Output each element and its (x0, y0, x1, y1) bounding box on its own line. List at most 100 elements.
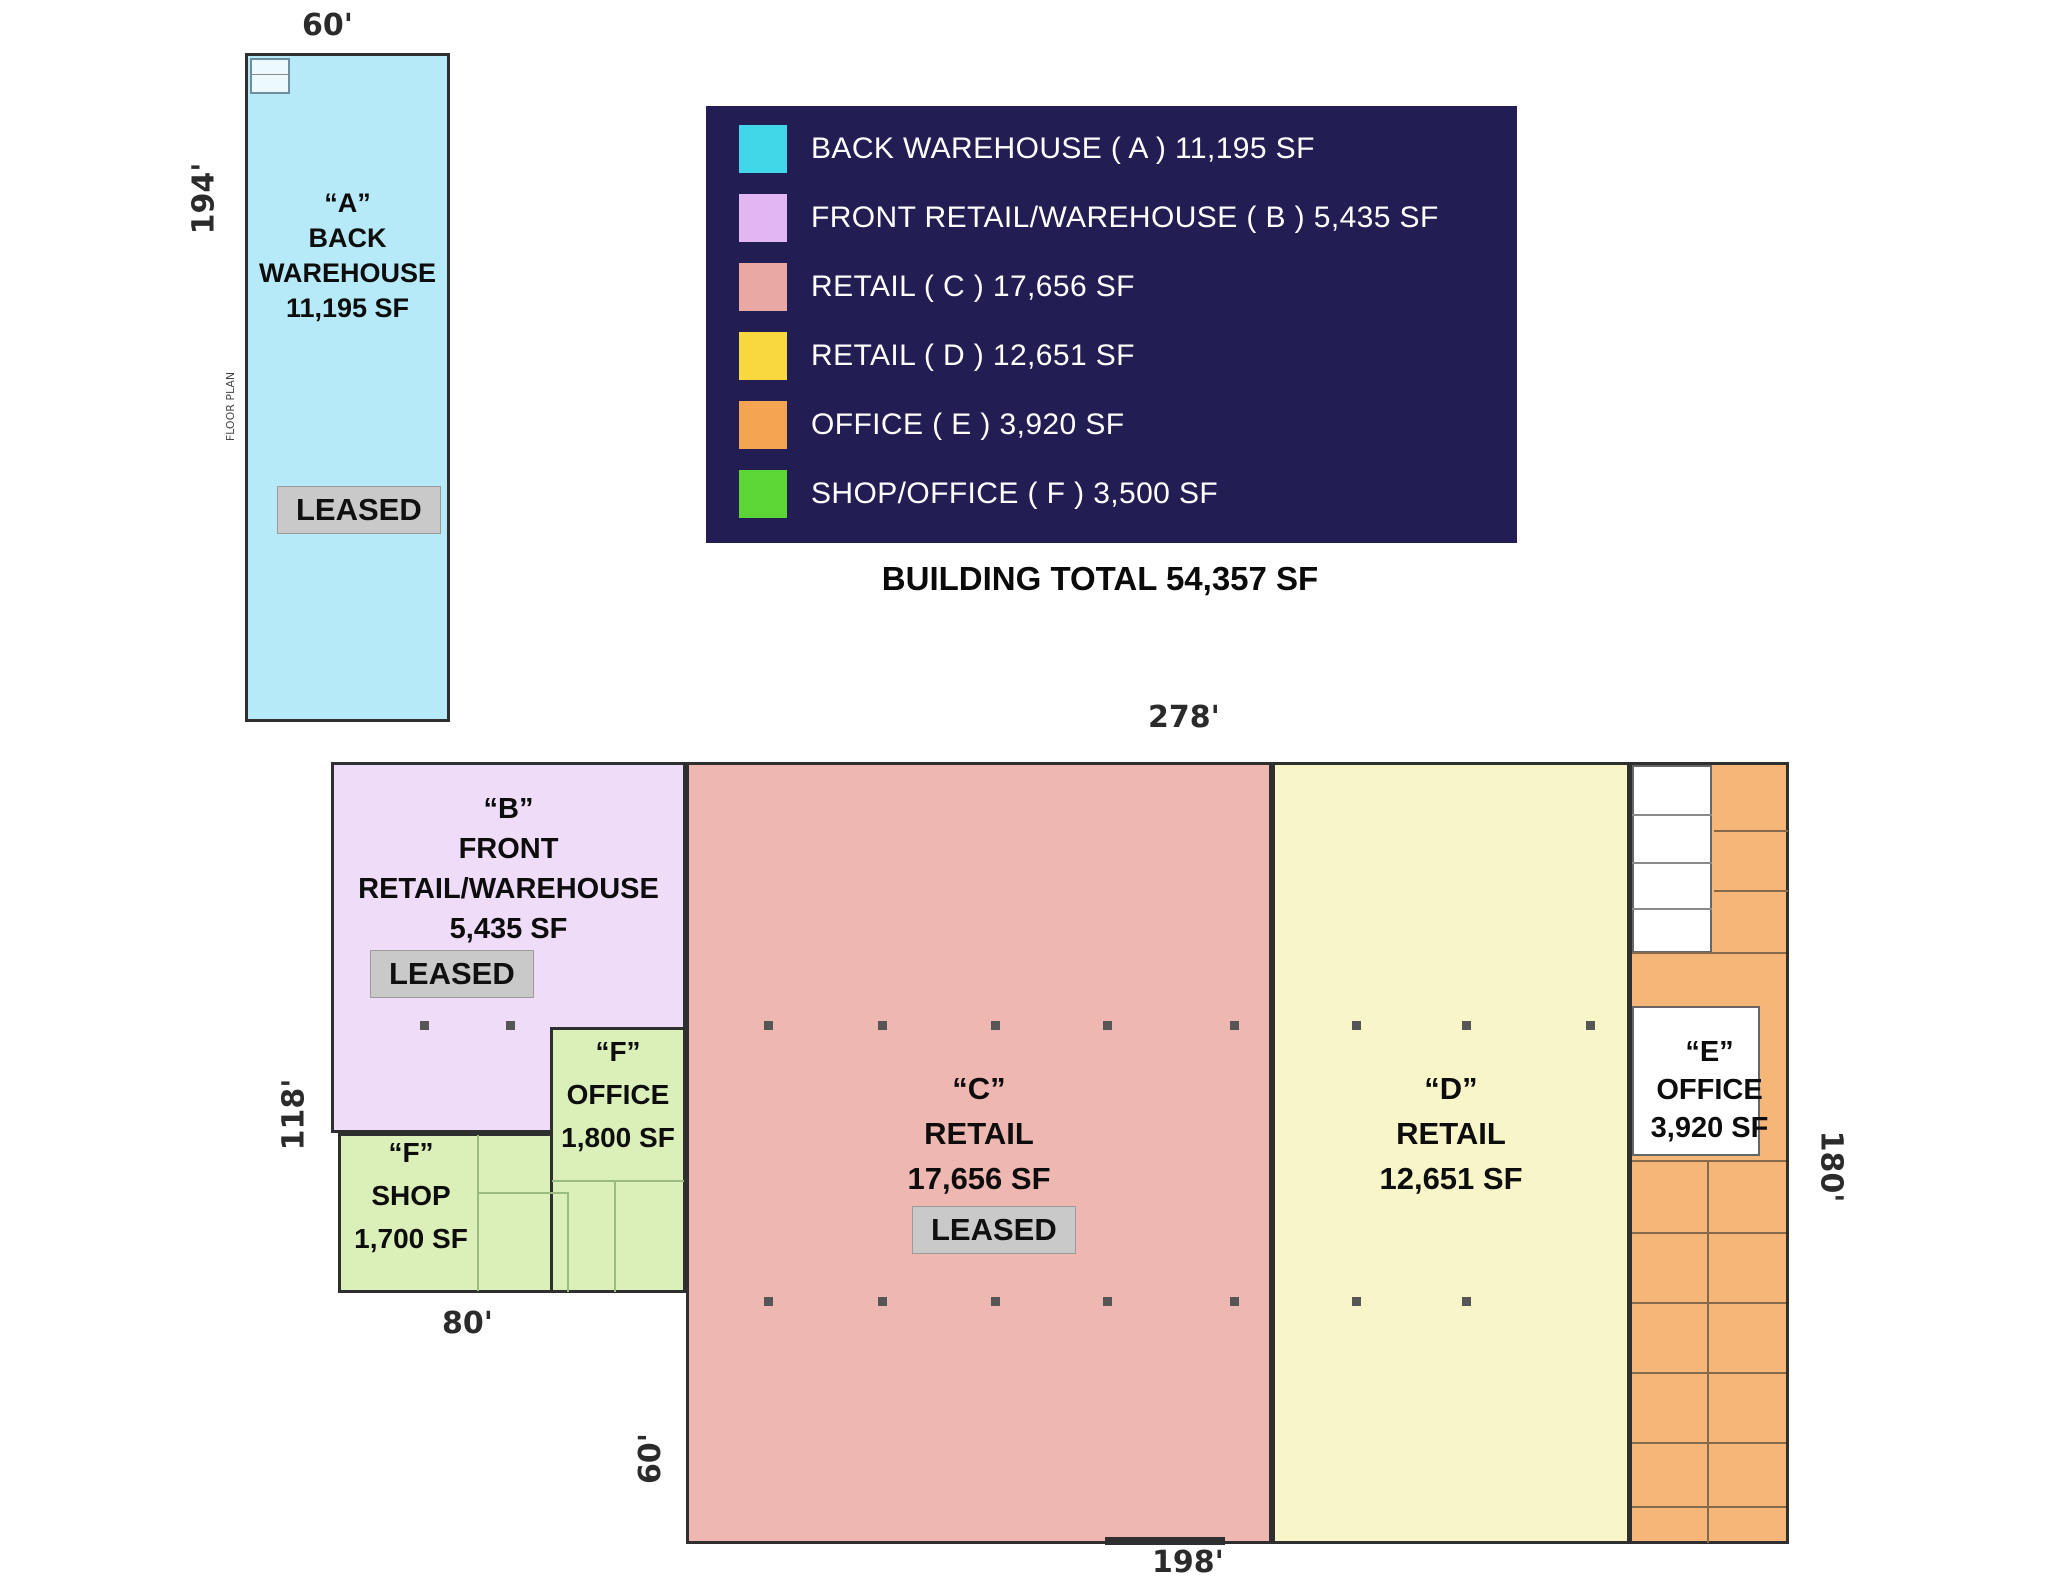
column-marker (991, 1021, 1000, 1030)
legend-label-b: FRONT RETAIL/WAREHOUSE ( B ) 5,435 SF (811, 200, 1439, 234)
column-marker (878, 1021, 887, 1030)
room-divider (1632, 862, 1712, 864)
unit-e-name: OFFICE (1656, 1074, 1763, 1106)
unit-f-shop-code: “F” (388, 1137, 434, 1168)
column-marker (1462, 1297, 1471, 1306)
dim-main-top: 278' (1148, 700, 1220, 735)
column-marker (420, 1021, 429, 1030)
unit-f-shop-label: “F” SHOP 1,700 SF (336, 1131, 486, 1260)
unit-d-name: RETAIL (1396, 1116, 1506, 1151)
dim-f-bottom: 80' (442, 1306, 493, 1341)
column-marker (1230, 1297, 1239, 1306)
legend-swatch-e (739, 400, 787, 449)
room-divider (1632, 952, 1786, 954)
unit-c-code: “C” (952, 1071, 1006, 1106)
e-wing-rooms-top (1632, 765, 1712, 953)
column-marker (1462, 1021, 1471, 1030)
legend: BACK WAREHOUSE ( A ) 11,195 SF FRONT RET… (706, 106, 1517, 543)
legend-swatch-a (739, 124, 787, 173)
unit-c-area: 17,656 SF (907, 1161, 1051, 1196)
unit-f-office-region (550, 1027, 686, 1293)
unit-d-area: 12,651 SF (1379, 1161, 1523, 1196)
unit-a-corner-detail (250, 58, 290, 94)
room-divider (1632, 908, 1712, 910)
room-divider (1632, 814, 1712, 816)
legend-item-a: BACK WAREHOUSE ( A ) 11,195 SF (739, 114, 1517, 183)
column-marker (1586, 1021, 1595, 1030)
unit-d-code: “D” (1424, 1071, 1478, 1106)
unit-f-office-area: 1,800 SF (561, 1122, 675, 1153)
building-total: BUILDING TOTAL 54,357 SF (881, 560, 1319, 597)
unit-b-label: “B” FRONT RETAIL/WAREHOUSE 5,435 SF (331, 789, 686, 949)
unit-b-area: 5,435 SF (449, 913, 568, 945)
legend-label-e: OFFICE ( E ) 3,920 SF (811, 407, 1125, 441)
legend-label-a: BACK WAREHOUSE ( A ) 11,195 SF (811, 131, 1315, 165)
dim-main-bottom: 198' (1152, 1545, 1224, 1580)
legend-swatch-d (739, 331, 787, 380)
unit-d-label: “D” RETAIL 12,651 SF (1272, 1066, 1630, 1201)
legend-item-f: SHOP/OFFICE ( F ) 3,500 SF (739, 459, 1517, 528)
unit-a-name-line2: WAREHOUSE (258, 258, 437, 288)
legend-item-c: RETAIL ( C ) 17,656 SF (739, 252, 1517, 321)
room-divider (1707, 1160, 1709, 1543)
unit-b-code: “B” (483, 793, 534, 825)
e-wing-label-room (1632, 1006, 1760, 1156)
column-marker (1352, 1297, 1361, 1306)
room-divider (614, 1182, 616, 1292)
dim-main-left: 118' (276, 1078, 312, 1151)
unit-e-code: “E” (1685, 1036, 1734, 1068)
room-divider (552, 1180, 684, 1182)
column-marker (506, 1021, 515, 1030)
room-divider (477, 1135, 479, 1291)
dim-a-left: 194' (186, 162, 222, 235)
legend-swatch-f (739, 469, 787, 518)
unit-a-area: 11,195 SF (285, 293, 410, 323)
column-marker (1352, 1021, 1361, 1030)
floor-plan-side-note: FLOOR PLAN (224, 371, 238, 442)
unit-b-name-line2: RETAIL/WAREHOUSE (358, 873, 659, 905)
dim-c-left: 60' (632, 1433, 668, 1484)
legend-item-e: OFFICE ( E ) 3,920 SF (739, 390, 1517, 459)
column-marker (1103, 1021, 1112, 1030)
entry-door-mark (1105, 1537, 1225, 1545)
unit-a-label: “A” BACK WAREHOUSE 11,195 SF (245, 186, 450, 326)
legend-swatch-c (739, 262, 787, 311)
unit-f-office-code: “F” (595, 1036, 641, 1067)
unit-d-region (1272, 762, 1630, 1544)
dim-a-top: 60' (302, 8, 353, 43)
column-marker (764, 1021, 773, 1030)
column-marker (991, 1297, 1000, 1306)
unit-b-leased-badge: LEASED (370, 950, 534, 998)
unit-f-shop-name: SHOP (371, 1180, 451, 1211)
legend-label-d: RETAIL ( D ) 12,651 SF (811, 338, 1135, 372)
unit-b-name-line1: FRONT (458, 833, 559, 865)
room-divider (1632, 1160, 1786, 1162)
unit-c-region (686, 762, 1272, 1544)
legend-label-f: SHOP/OFFICE ( F ) 3,500 SF (811, 476, 1219, 510)
column-marker (878, 1297, 887, 1306)
legend-item-d: RETAIL ( D ) 12,651 SF (739, 321, 1517, 390)
unit-e-label: “E” OFFICE 3,920 SF (1627, 1033, 1792, 1147)
unit-a-corner-divider (250, 74, 290, 75)
room-divider (1714, 890, 1788, 892)
room-divider (1632, 1302, 1786, 1304)
unit-a-code: “A” (324, 188, 371, 218)
unit-f-shop-area: 1,700 SF (354, 1223, 468, 1254)
room-divider (477, 1192, 569, 1194)
unit-c-name: RETAIL (924, 1116, 1034, 1151)
room-divider (1632, 1506, 1786, 1508)
column-marker (764, 1297, 773, 1306)
room-divider (1632, 1442, 1786, 1444)
room-divider (1632, 1372, 1786, 1374)
room-divider (567, 1192, 569, 1292)
legend-swatch-b (739, 193, 787, 242)
unit-f-office-label: “F” OFFICE 1,800 SF (548, 1030, 688, 1159)
unit-c-leased-badge: LEASED (912, 1206, 1076, 1254)
unit-a-leased-badge: LEASED (277, 486, 441, 534)
room-divider (1714, 830, 1788, 832)
column-marker (1230, 1021, 1239, 1030)
dim-main-right: 180' (1813, 1130, 1849, 1203)
legend-label-c: RETAIL ( C ) 17,656 SF (811, 269, 1135, 303)
legend-item-b: FRONT RETAIL/WAREHOUSE ( B ) 5,435 SF (739, 183, 1517, 252)
